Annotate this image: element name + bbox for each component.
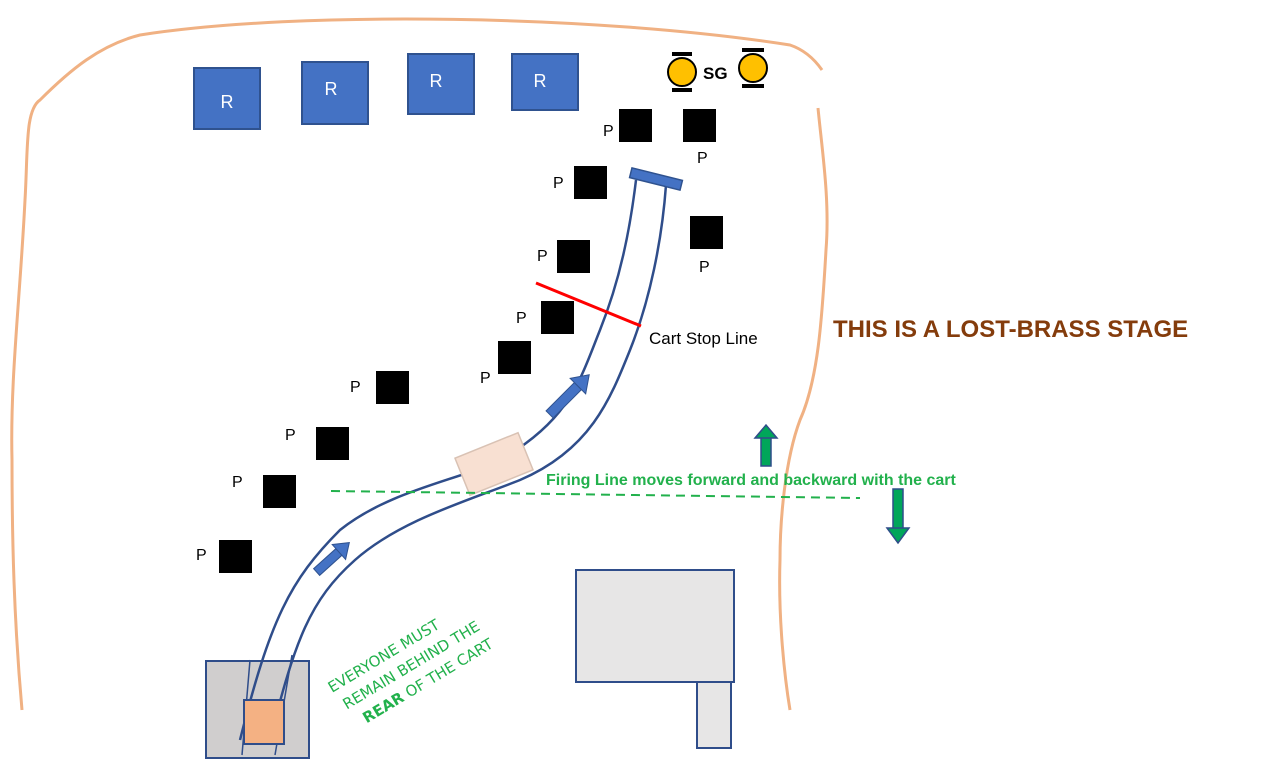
svg-text:P: P	[699, 259, 710, 276]
svg-text:P: P	[537, 248, 548, 265]
steel-target-group: SG	[667, 48, 768, 92]
svg-text:R: R	[221, 92, 234, 112]
svg-text:P: P	[196, 547, 207, 564]
reactive-target: R	[301, 61, 369, 125]
paper-target: P	[350, 371, 409, 404]
building	[575, 569, 735, 683]
cart	[454, 431, 534, 497]
rear-note: EVERYONE MUST REMAIN BEHIND THE REAR OF …	[325, 615, 497, 727]
svg-text:P: P	[285, 427, 296, 444]
svg-text:P: P	[516, 310, 527, 327]
direction-arrow	[312, 542, 350, 577]
paper-target: P	[232, 474, 296, 508]
svg-text:P: P	[480, 370, 491, 387]
firing-line	[330, 490, 861, 499]
start-position	[243, 699, 285, 745]
svg-text:SG: SG	[703, 64, 728, 83]
paper-target: P	[683, 109, 716, 167]
svg-text:R: R	[534, 71, 547, 91]
backward-arrow	[885, 488, 911, 545]
svg-text:R: R	[430, 71, 443, 91]
svg-text:P: P	[553, 175, 564, 192]
paper-target: P	[516, 301, 574, 334]
firing-line-label: Firing Line moves forward and backward w…	[546, 472, 957, 489]
building-annex	[696, 681, 732, 749]
svg-text:P: P	[350, 379, 361, 396]
svg-text:P: P	[697, 150, 708, 167]
direction-arrow	[545, 374, 590, 419]
stage-title: THIS IS A LOST-BRASS STAGE	[833, 316, 1188, 343]
svg-text:P: P	[603, 123, 614, 140]
svg-text:P: P	[232, 474, 243, 491]
paper-target: P	[537, 240, 590, 273]
berm-outline	[10, 17, 829, 711]
reactive-target: R	[193, 67, 261, 130]
track-end-bar	[628, 166, 684, 192]
cart-track-right	[268, 184, 668, 741]
cart-stop-line	[535, 281, 642, 328]
paper-target: P	[603, 109, 652, 142]
paper-target: P	[480, 341, 531, 387]
reactive-target: R	[511, 53, 579, 111]
reactive-target: R	[407, 53, 475, 115]
forward-arrow	[753, 423, 779, 467]
paper-target: P	[553, 166, 607, 199]
paper-target: P	[690, 216, 723, 276]
paper-target: P	[196, 540, 252, 573]
cart-stop-label: Cart Stop Line	[649, 329, 758, 348]
svg-text:R: R	[325, 79, 338, 99]
paper-target: P	[285, 427, 349, 460]
